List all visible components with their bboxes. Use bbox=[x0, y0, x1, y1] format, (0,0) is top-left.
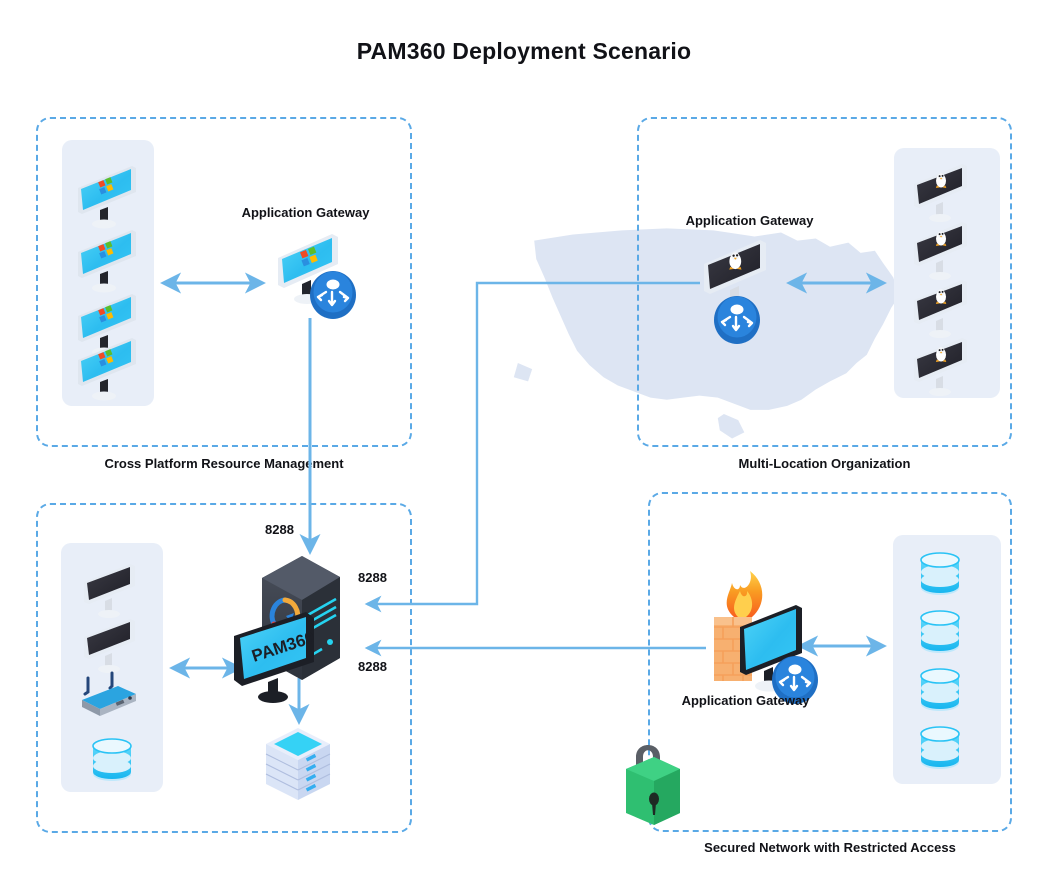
quadrant-label-cross-platform: Cross Platform Resource Management bbox=[104, 456, 344, 471]
quadrant-label-secured-network: Secured Network with Restricted Access bbox=[704, 840, 956, 855]
page-title: PAM360 Deployment Scenario bbox=[356, 38, 692, 64]
panel-managed-devices bbox=[61, 543, 163, 792]
gateway-label-multi-location: Application Gateway bbox=[685, 213, 814, 228]
panel-linux-endpoints bbox=[894, 148, 1000, 398]
port-label-from-multi-location: 8288 bbox=[358, 570, 387, 585]
port-label-from-secured-network: 8288 bbox=[358, 659, 387, 674]
port-label-from-cross-platform: 8288 bbox=[265, 522, 294, 537]
gateway-label-cross-platform: Application Gateway bbox=[241, 205, 370, 220]
quadrant-label-multi-location: Multi-Location Organization bbox=[738, 456, 911, 471]
panel-windows-endpoints bbox=[62, 140, 154, 406]
panel-databases bbox=[893, 535, 1001, 784]
gateway-label-secured-network: Application Gateway bbox=[681, 693, 810, 708]
quadrant-secured-network bbox=[648, 492, 1012, 832]
quadrant-pam360-core bbox=[36, 503, 412, 833]
